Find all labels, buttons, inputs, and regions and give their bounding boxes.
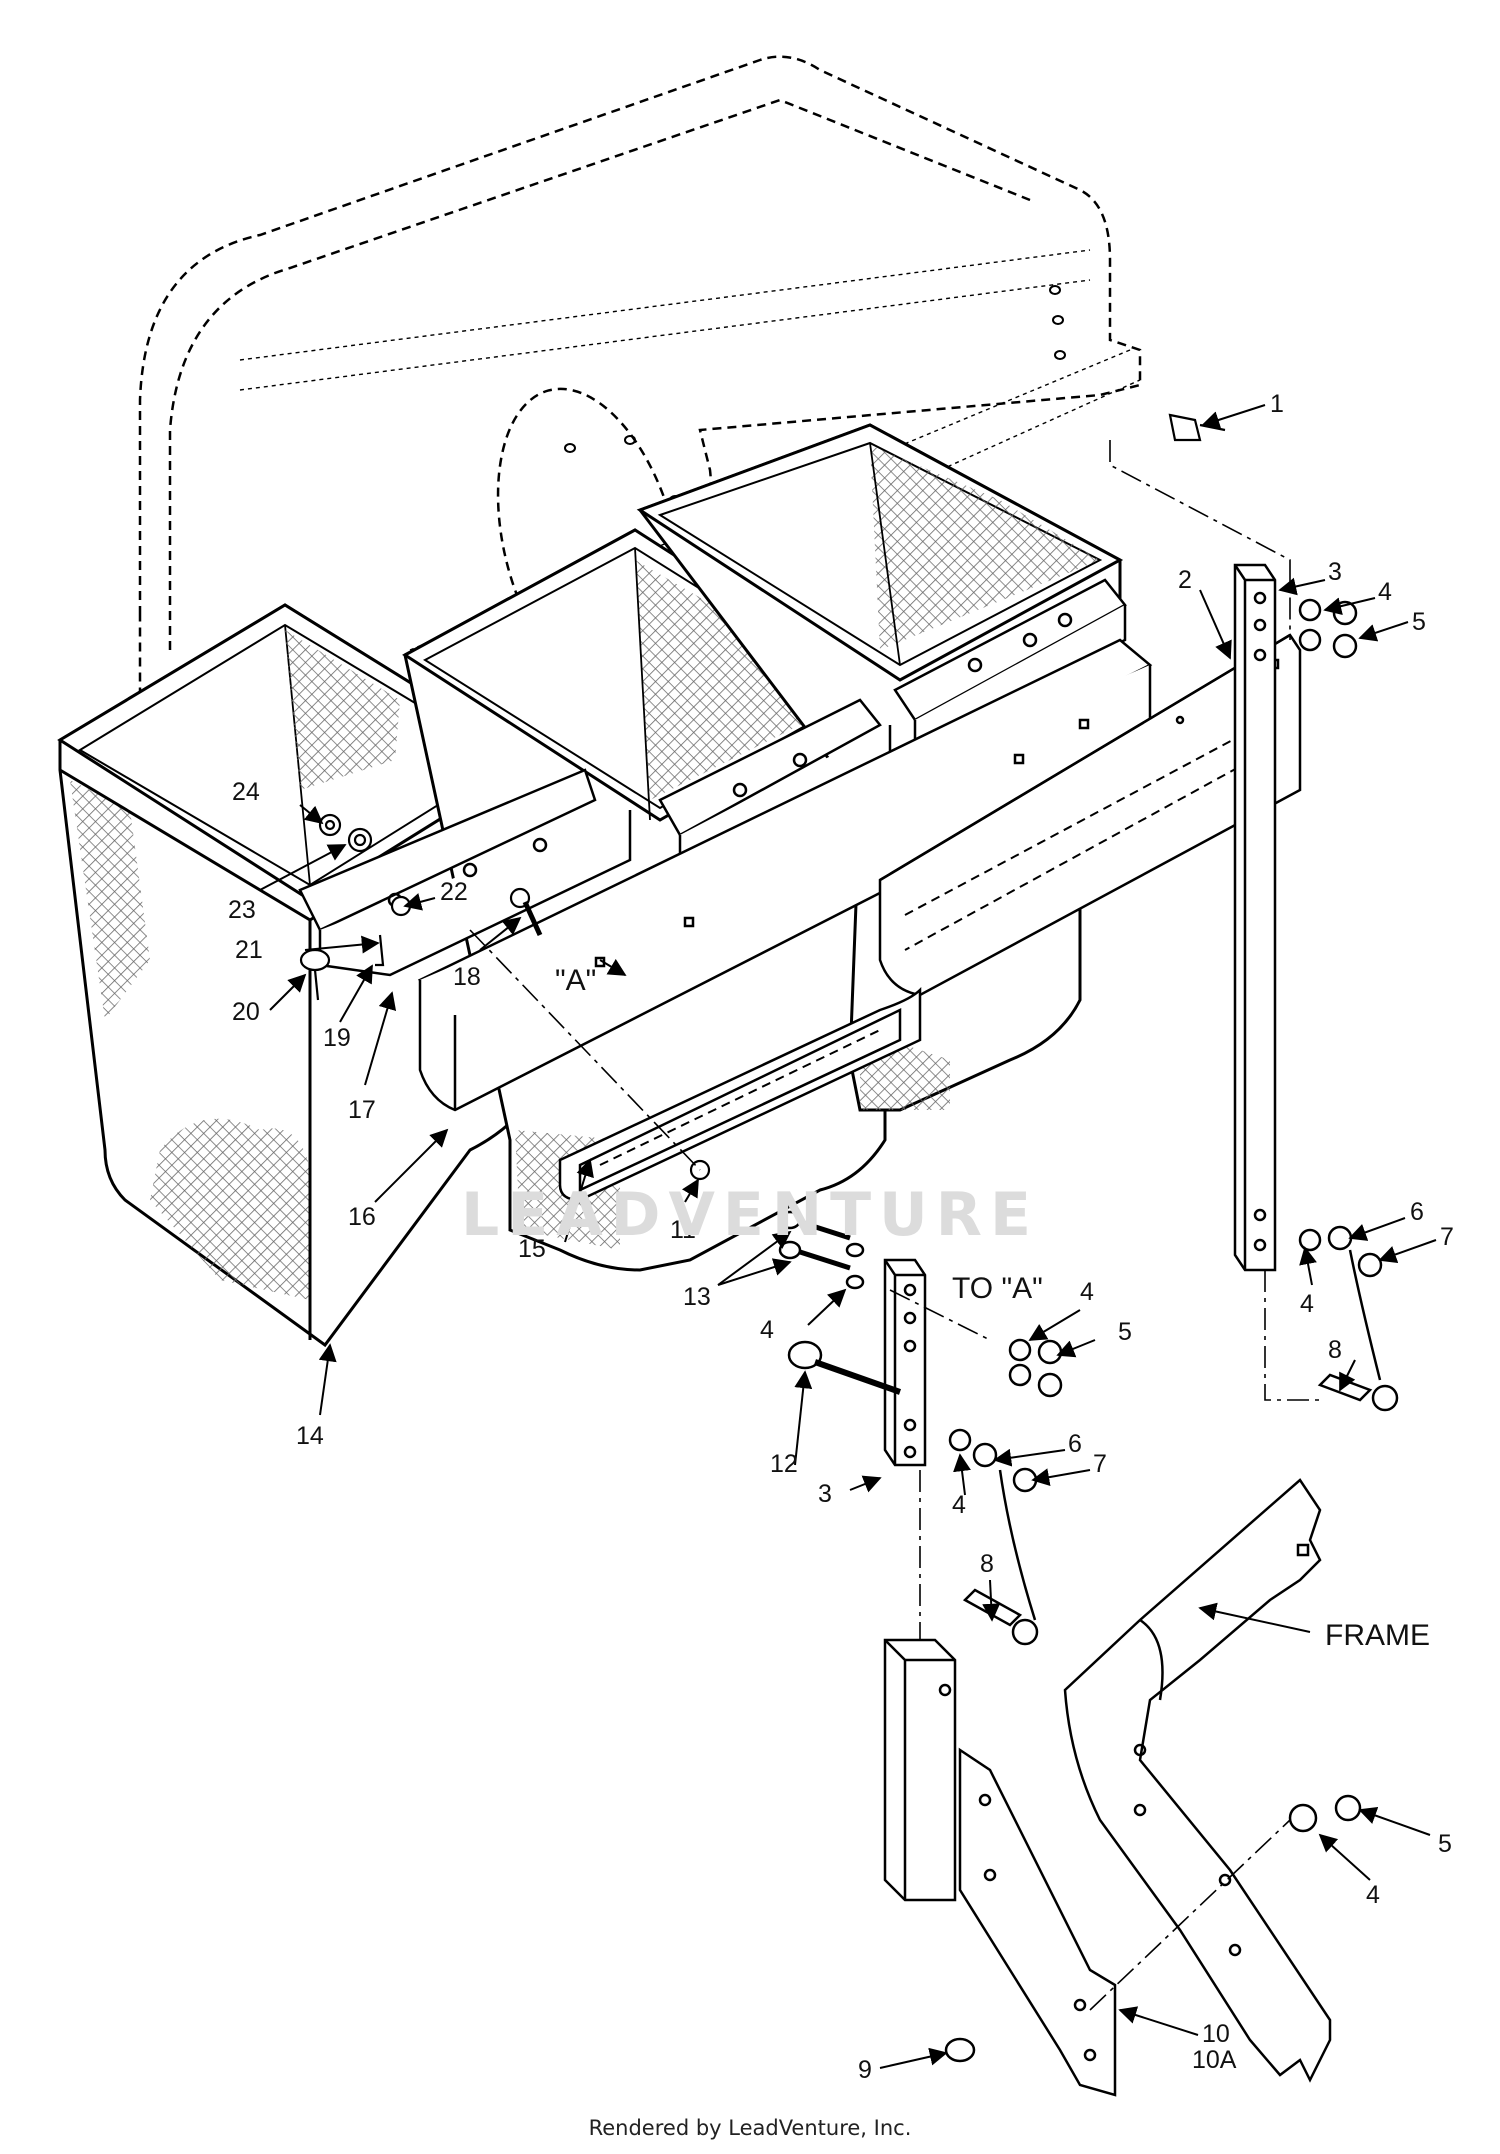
callout-10a: 10A (1192, 2046, 1237, 2074)
shield-15 (558, 986, 922, 1202)
callout-22: 22 (440, 878, 468, 906)
callout-10: 10 (1202, 2020, 1230, 2048)
callout-7: 7 (1440, 1223, 1454, 1251)
callout-9: 9 (858, 2056, 872, 2084)
callout-24: 24 (232, 778, 260, 806)
callout-5: 5 (1412, 608, 1426, 636)
callout-16: 16 (348, 1203, 376, 1231)
callout-14: 14 (296, 1422, 324, 1450)
callout-7: 7 (1093, 1450, 1107, 1478)
callout-5: 5 (1438, 1830, 1452, 1858)
callout-4: 4 (1080, 1278, 1094, 1306)
callout-4: 4 (760, 1316, 774, 1344)
callout-4: 4 (952, 1491, 966, 1519)
watermark: LEADVENTURE (461, 1180, 1039, 1250)
hardware-upper (299, 413, 1226, 1181)
leader-arrows (259, 404, 1437, 2069)
callout-labels: 1 2 3 4 5 6 7 4 8 24 23 22 21 20 19 18 1… (228, 390, 1454, 2084)
reference-a-label: "A" (555, 964, 596, 997)
callout-13: 13 (683, 1283, 711, 1311)
callout-3: 3 (1328, 558, 1342, 586)
callout-8: 8 (1328, 1336, 1342, 1364)
callout-3: 3 (818, 1480, 832, 1508)
bag-support-16 (417, 638, 1153, 1112)
post-lower (883, 1638, 957, 1902)
footer-credit: Rendered by LeadVenture, Inc. (588, 2116, 912, 2140)
callout-4: 4 (1378, 578, 1392, 606)
alignment-lines (469, 440, 1320, 2011)
callout-6: 6 (1410, 1198, 1424, 1226)
frame-rail (1063, 1478, 1362, 2083)
callout-19: 19 (323, 1024, 351, 1052)
callout-1: 1 (1270, 390, 1284, 418)
callout-17: 17 (348, 1096, 376, 1124)
callout-5: 5 (1118, 1318, 1132, 1346)
post-3-center (883, 1258, 1063, 1646)
callout-4: 4 (1366, 1881, 1380, 1909)
callout-23: 23 (228, 896, 256, 924)
callout-2: 2 (1178, 566, 1192, 594)
callout-21: 21 (235, 936, 263, 964)
bag-brackets (298, 578, 1127, 977)
callout-15: 15 (518, 1235, 546, 1263)
mount-bracket-10 (944, 1747, 1117, 2097)
frame-label: FRAME (1325, 1619, 1430, 1652)
callout-4: 4 (1300, 1290, 1314, 1318)
callout-8: 8 (980, 1550, 994, 1578)
to-a-label: TO "A" (952, 1272, 1043, 1305)
post-3-right (1233, 563, 1399, 1412)
callout-11: 11 (670, 1216, 696, 1244)
callout-12: 12 (770, 1450, 798, 1478)
callout-6: 6 (1068, 1430, 1082, 1458)
callout-18: 18 (453, 963, 481, 991)
callout-20: 20 (232, 998, 260, 1026)
